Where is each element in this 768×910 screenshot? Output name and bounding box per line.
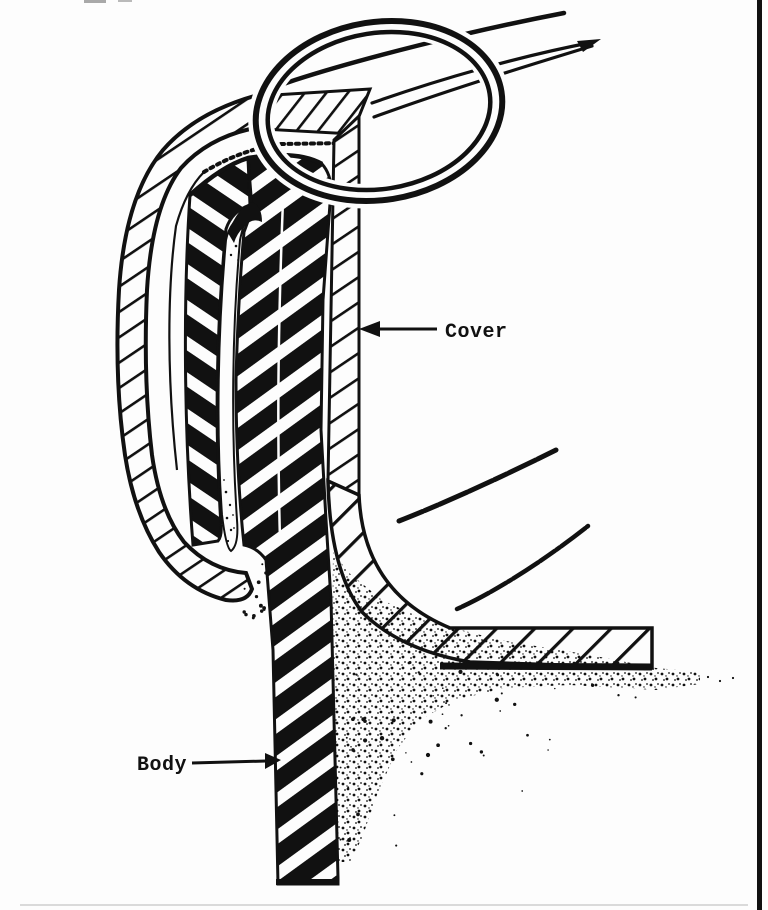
page-right-border <box>757 0 762 910</box>
body-hook-bend-edge <box>188 152 324 197</box>
scan-mark-top-2 <box>118 0 132 2</box>
body-label: Body <box>137 754 187 777</box>
body-wall-cut-end <box>276 879 339 885</box>
stipple-fringe <box>656 668 700 690</box>
hook-channel-stipple <box>223 238 245 543</box>
body-arrow-head <box>265 753 281 769</box>
ellipse-inner-ring <box>265 29 493 193</box>
compound-bead-line <box>168 141 350 471</box>
ellipse-outer-ring <box>252 17 506 205</box>
highlight-ellipse <box>248 13 510 209</box>
body-arrow-line <box>191 759 267 765</box>
cover-callout: Cover <box>359 321 508 344</box>
scan-artifacts <box>20 0 762 910</box>
sealing-compound-stipple <box>242 552 735 862</box>
stipple-dense <box>332 552 656 862</box>
stipple-scatter <box>242 563 735 847</box>
cover-curl-band <box>115 92 265 603</box>
countersink-edge-lower <box>372 44 594 119</box>
body-wall <box>234 153 340 886</box>
countersink-edge-tip <box>577 39 601 52</box>
body-callout: Body <box>137 753 281 777</box>
cover-arrow-head <box>359 321 380 337</box>
hook-channel <box>217 202 262 553</box>
cover-wall-vertical <box>326 112 361 498</box>
body-fold-seam-line <box>277 199 285 541</box>
shine-strokes <box>396 447 591 612</box>
cover-label: Cover <box>445 321 508 344</box>
hook-channel-beak <box>228 202 262 243</box>
scan-mark-top <box>84 0 106 3</box>
